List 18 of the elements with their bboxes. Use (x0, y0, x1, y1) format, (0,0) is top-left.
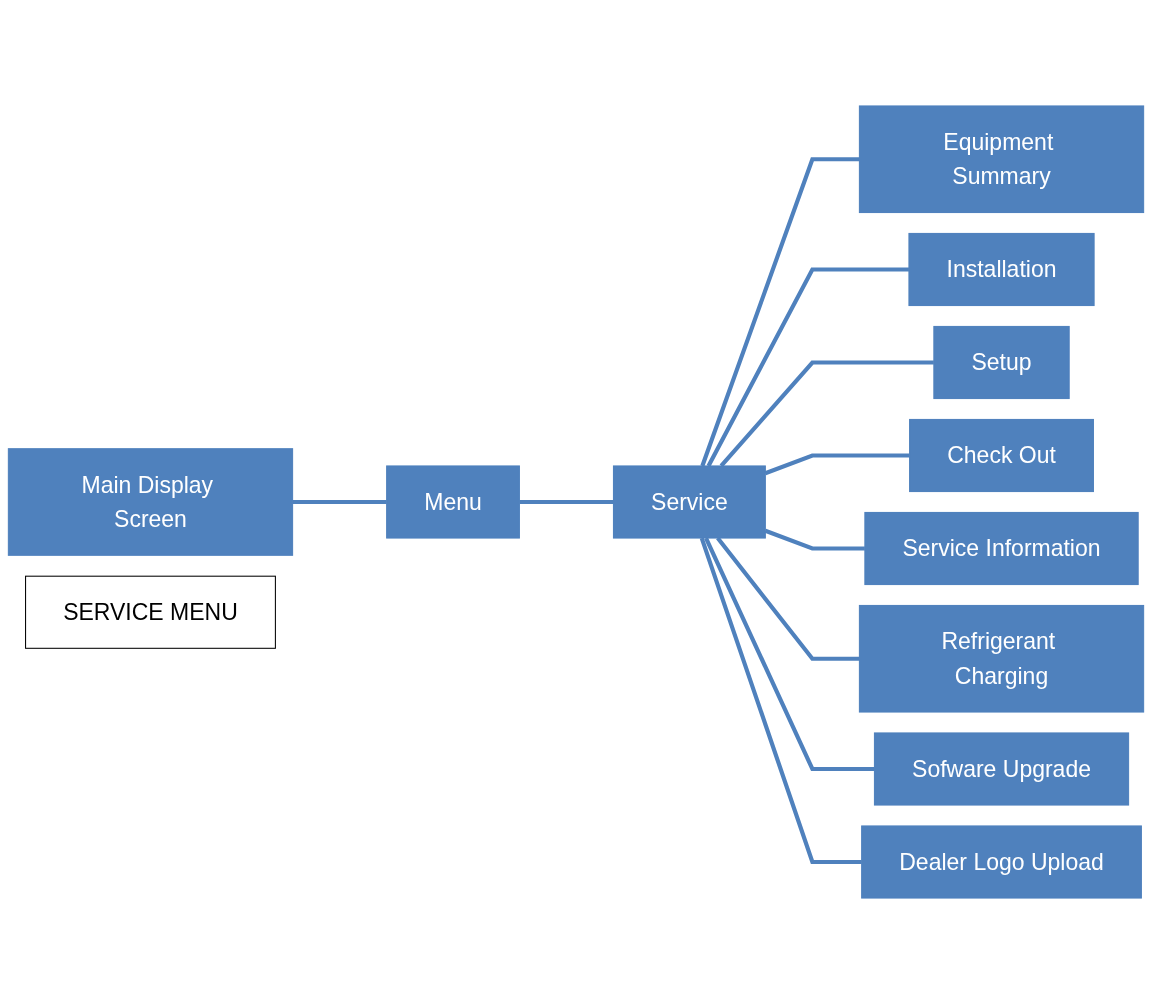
node-box: Installation (908, 232, 1095, 307)
connector (706, 267, 909, 467)
connector (519, 499, 614, 505)
node-box: Dealer Logo Upload (861, 825, 1142, 899)
connector (699, 537, 862, 865)
node-box: Main Display Screen (7, 448, 294, 556)
node-box: Service (612, 465, 766, 539)
connector (292, 499, 387, 505)
node-box: Equipment Summary (858, 105, 1145, 214)
node-box: Sofware Upgrade (873, 732, 1130, 806)
node-box: SERVICE MENU (25, 575, 276, 649)
node-box: Check Out (909, 418, 1094, 493)
connector (700, 157, 860, 467)
node-box: Refrigerant Charging (858, 604, 1145, 713)
node-box: Setup (933, 325, 1070, 400)
node-box: Service Information (864, 511, 1139, 586)
node-box: Menu (386, 465, 520, 539)
connector (704, 537, 875, 772)
